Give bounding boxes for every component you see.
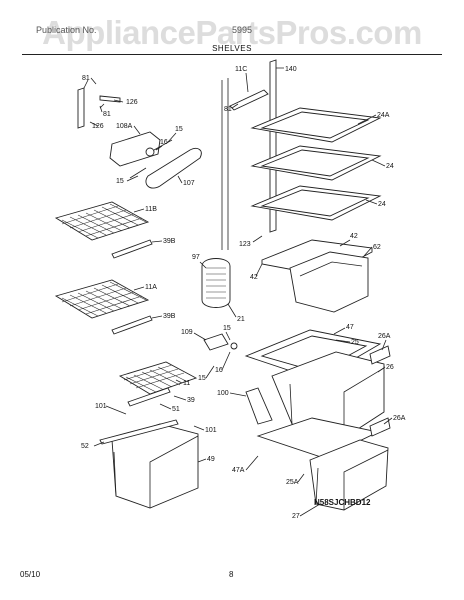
header-rule bbox=[22, 54, 442, 55]
callout-100: 100 bbox=[217, 390, 229, 397]
callout-107: 107 bbox=[183, 180, 195, 187]
cover-11c bbox=[229, 89, 269, 111]
callout-21: 21 bbox=[237, 316, 245, 323]
callout-97: 97 bbox=[192, 254, 200, 261]
pan-frame-100 bbox=[245, 387, 273, 425]
callout-42: 42 bbox=[250, 274, 258, 281]
callout-47a: 47A bbox=[232, 467, 245, 474]
callout-24: 24 bbox=[378, 201, 386, 208]
callout-51: 51 bbox=[172, 406, 180, 413]
deli-pan-62 bbox=[261, 239, 373, 313]
callout-81: 81 bbox=[224, 106, 232, 113]
callout-15: 15 bbox=[198, 375, 206, 382]
callout-108a: 108A bbox=[116, 123, 133, 130]
callout-25: 25 bbox=[351, 339, 359, 346]
crisper-cover-25 bbox=[244, 329, 382, 381]
callout-126: 126 bbox=[92, 123, 104, 130]
callout-39: 39 bbox=[187, 397, 195, 404]
callout-labels: 81 126 81 126 108A 15 16 15 107 11B 39B … bbox=[81, 66, 406, 520]
callout-126: 126 bbox=[126, 99, 138, 106]
wire-shelf-11b bbox=[54, 201, 153, 259]
glass-shelf-24-upper bbox=[250, 145, 382, 181]
wire-shelf-11 bbox=[118, 361, 198, 407]
callout-11: 11 bbox=[183, 380, 190, 387]
damper-109 bbox=[203, 333, 229, 351]
crisper-pan-27 bbox=[309, 439, 389, 511]
page-number: 8 bbox=[229, 570, 234, 579]
section-title: SHELVES bbox=[212, 44, 252, 53]
callout-24a: 24A bbox=[377, 112, 390, 119]
callout-101: 101 bbox=[95, 403, 107, 410]
callout-26: 26 bbox=[386, 364, 394, 371]
callout-140: 140 bbox=[285, 66, 297, 73]
wire-shelf-11a bbox=[54, 279, 153, 335]
leader-lines bbox=[89, 67, 393, 517]
callout-16: 16 bbox=[160, 139, 168, 146]
callout-15: 15 bbox=[116, 178, 124, 185]
callout-15: 15 bbox=[223, 325, 231, 332]
support-26a-lower bbox=[369, 417, 391, 437]
publication-number: 5995 bbox=[232, 25, 253, 35]
shelf-rail-140 bbox=[221, 59, 277, 250]
callout-42: 42 bbox=[350, 233, 358, 240]
callout-15: 15 bbox=[175, 126, 183, 133]
storage-bin-49 bbox=[111, 423, 199, 509]
callout-123: 123 bbox=[239, 241, 251, 248]
publication-label: Publication No. bbox=[36, 25, 97, 35]
rail-bracket-126 bbox=[77, 79, 121, 129]
callout-11b: 11B bbox=[145, 206, 157, 213]
callout-81: 81 bbox=[82, 75, 90, 82]
diagram-code: N58SJCHBD12 bbox=[314, 498, 371, 507]
callout-27: 27 bbox=[292, 513, 300, 520]
glass-shelf-24a bbox=[250, 107, 382, 143]
control-housing-108a bbox=[109, 131, 202, 189]
callout-109: 109 bbox=[181, 329, 193, 336]
watermark: AppliancePartsPros.com bbox=[42, 14, 422, 51]
heater-coil-97 bbox=[201, 258, 231, 308]
callout-39b: 39B bbox=[163, 238, 176, 245]
glass-shelf-24-lower bbox=[250, 185, 382, 221]
footer-date: 05/10 bbox=[20, 570, 41, 579]
callout-11c: 11C bbox=[235, 66, 247, 73]
callout-81: 81 bbox=[103, 111, 111, 118]
callout-39b: 39B bbox=[163, 313, 176, 320]
crisper-pan-26 bbox=[271, 351, 385, 439]
support-26a-upper bbox=[369, 345, 391, 365]
callout-52: 52 bbox=[81, 443, 89, 450]
callout-25a: 25A bbox=[286, 479, 299, 486]
callout-11a: 11A bbox=[145, 284, 157, 291]
callout-62: 62 bbox=[373, 244, 381, 251]
callout-47: 47 bbox=[346, 324, 354, 331]
callout-16: 16 bbox=[215, 367, 223, 374]
callout-26a: 26A bbox=[378, 333, 391, 340]
callout-26a: 26A bbox=[393, 415, 406, 422]
callout-101: 101 bbox=[205, 427, 217, 434]
callout-49: 49 bbox=[207, 456, 215, 463]
callout-24: 24 bbox=[386, 163, 394, 170]
